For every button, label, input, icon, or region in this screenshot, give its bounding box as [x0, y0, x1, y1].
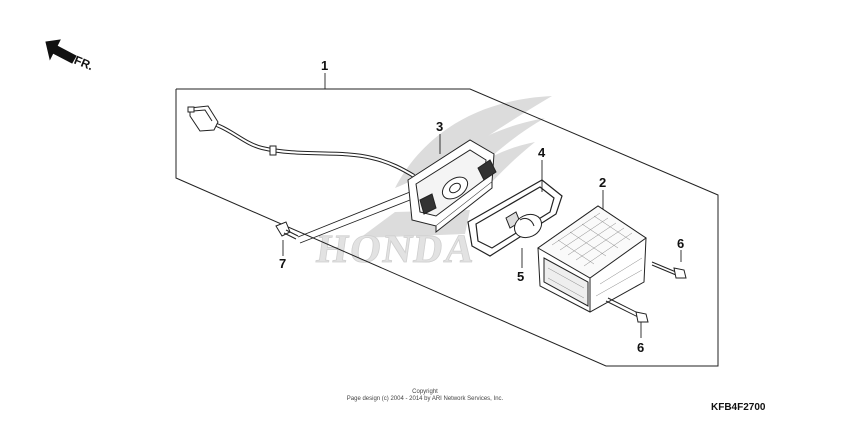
copyright-line-2: Page design (c) 2004 - 2014 by ARI Netwo…	[346, 396, 504, 402]
part-5-bulb	[505, 211, 543, 239]
callout-6-upper: 6	[677, 236, 685, 251]
part-6-screw-upper	[651, 261, 687, 279]
part-7-screw	[275, 221, 299, 240]
callout-2: 2	[599, 175, 607, 190]
callout-6-lower: 6	[637, 340, 645, 355]
wire-harness	[213, 122, 416, 178]
callout-3: 3	[436, 119, 444, 134]
copyright-line-1: Copyright	[412, 389, 438, 395]
diagram-code: KFB4F2700	[711, 402, 766, 413]
part-4-gasket	[467, 179, 563, 257]
callout-7: 7	[279, 256, 287, 271]
part-3-base-socket	[407, 139, 497, 234]
part-6-screw-lower	[605, 297, 649, 323]
callout-1: 1	[321, 58, 329, 73]
leader-lines	[282, 73, 682, 338]
callout-4: 4	[538, 145, 546, 160]
part-2-lens	[537, 205, 647, 313]
callout-5: 5	[517, 269, 525, 284]
front-direction-arrow-icon	[45, 39, 77, 64]
assembly-outline	[175, 88, 719, 367]
wire-connector-icon	[187, 105, 219, 132]
honda-watermark-text: HONDA	[314, 226, 479, 271]
